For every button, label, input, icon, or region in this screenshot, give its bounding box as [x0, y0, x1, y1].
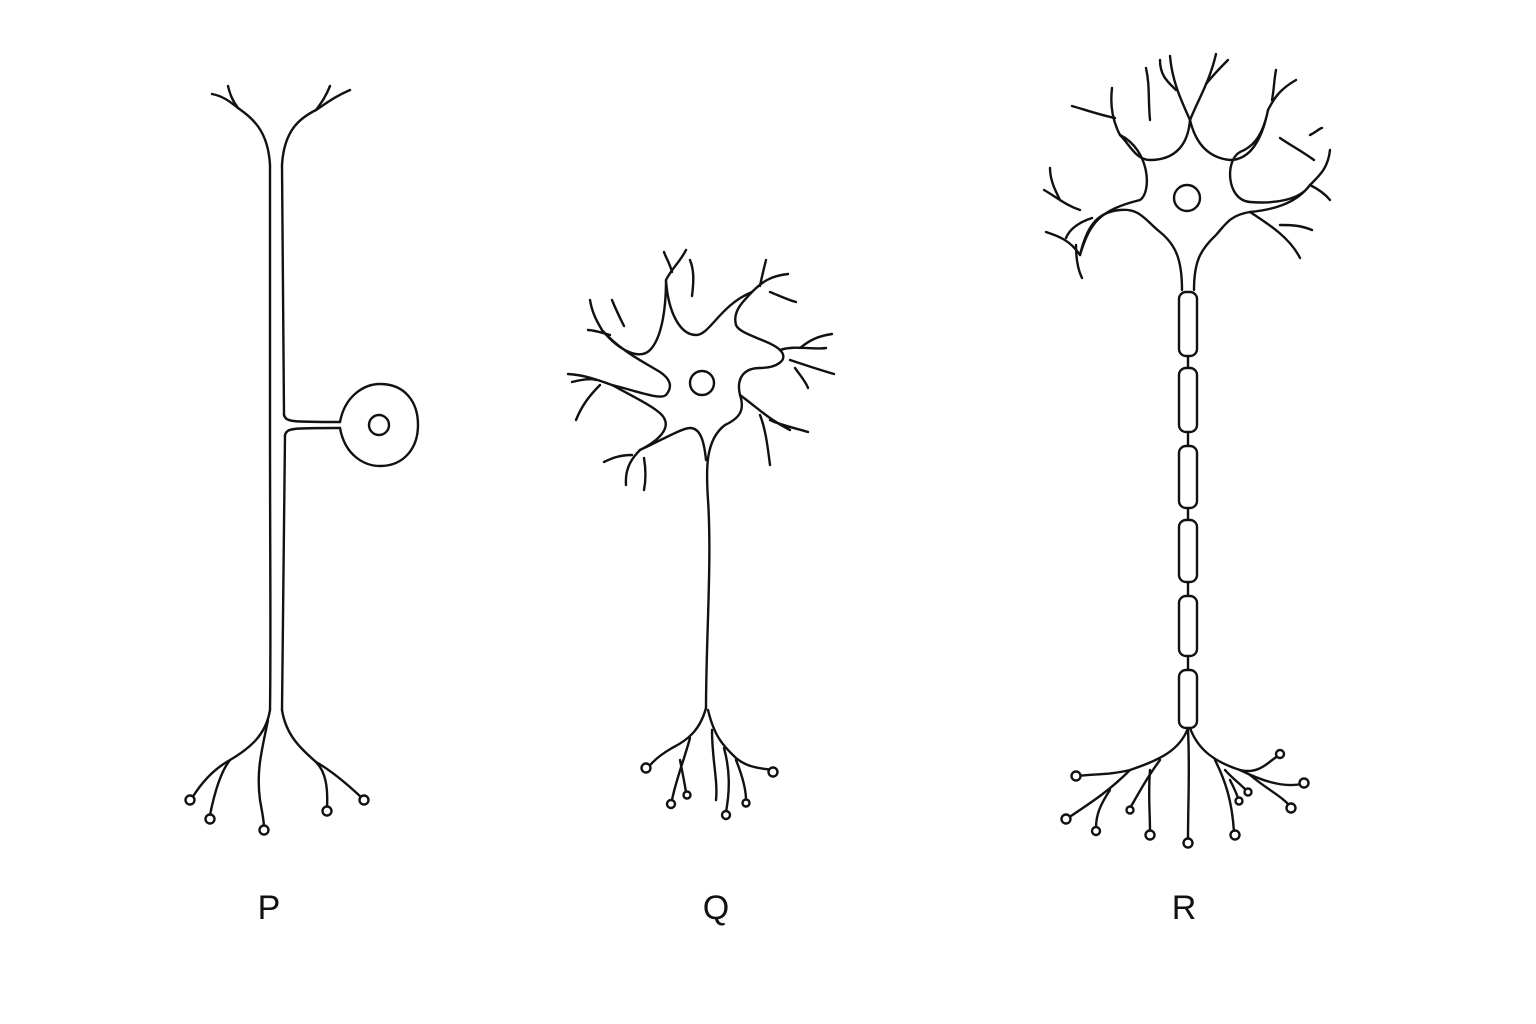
neuron-r — [1042, 52, 1332, 849]
neuron-p-cell-body — [338, 382, 420, 468]
neuron-p-stalk — [282, 413, 342, 424]
neuron-q-axon-terminals — [640, 706, 779, 821]
neuron-r-nucleus — [1172, 183, 1202, 213]
label-p: P — [257, 889, 281, 927]
neuron-q — [566, 248, 836, 821]
neuron-p-top-branches — [210, 84, 352, 167]
neuron-q-soma — [600, 278, 785, 710]
neuron-q-nucleus — [688, 369, 716, 397]
neuron-r-myelin-sheath — [1177, 290, 1199, 730]
neuron-p-axon-right — [280, 163, 286, 417]
neuron-r-dendrites — [1042, 52, 1332, 280]
neuron-r-soma — [1078, 108, 1312, 292]
label-q: Q — [702, 889, 730, 927]
neuron-p-nucleus — [367, 413, 391, 437]
neuron-p — [184, 84, 420, 836]
label-r: R — [1171, 889, 1197, 927]
neuron-r-axon-terminals — [1060, 726, 1310, 849]
neuron-q-dendrites — [566, 248, 836, 492]
neuron-p-axon-terminals — [184, 708, 370, 836]
